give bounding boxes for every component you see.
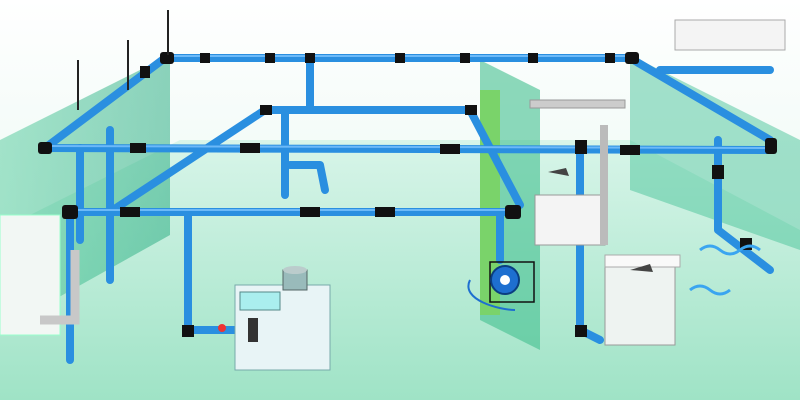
flex-hose [40, 250, 80, 325]
coiled-hose-icon [689, 244, 761, 296]
air-hose-reel-icon [467, 261, 535, 311]
cable-tray [529, 99, 626, 109]
ceiling-fixture [674, 19, 786, 51]
drop-pipe [286, 161, 329, 194]
support-post [600, 125, 608, 245]
fittings [38, 52, 777, 337]
air-gun-icon [630, 264, 653, 272]
window-panel [0, 214, 61, 336]
inner-ring-pipe [106, 106, 524, 216]
air-gun-icon [548, 168, 569, 176]
workbench [534, 194, 681, 346]
filter-regulator-icon [218, 318, 258, 342]
vent-rods [77, 10, 169, 110]
